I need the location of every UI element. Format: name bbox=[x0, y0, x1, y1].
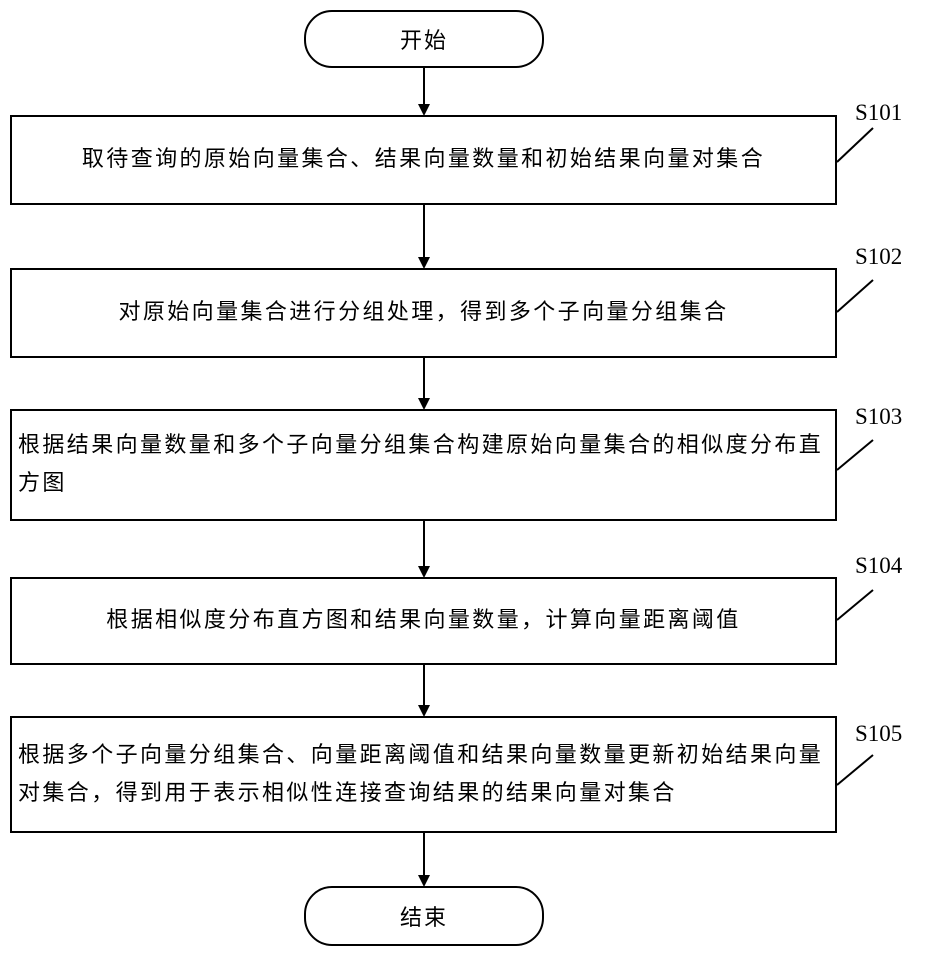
step-label-s102: S102 bbox=[855, 244, 928, 270]
step-text-s102: 对原始向量集合进行分组处理，得到多个子向量分组集合 bbox=[118, 294, 728, 332]
step-box-s102: 对原始向量集合进行分组处理，得到多个子向量分组集合 bbox=[10, 268, 837, 358]
step-label-s101: S101 bbox=[855, 100, 928, 126]
leader-s102 bbox=[837, 280, 873, 312]
step-label-s103: S103 bbox=[855, 404, 928, 430]
leader-s103 bbox=[837, 440, 873, 470]
start-terminal: 开始 bbox=[304, 10, 544, 68]
step-box-s104: 根据相似度分布直方图和结果向量数量，计算向量距离阈值 bbox=[10, 577, 837, 665]
step-box-s103: 根据结果向量数量和多个子向量分组集合构建原始向量集合的相似度分布直方图 bbox=[10, 409, 837, 521]
step-text-s103: 根据结果向量数量和多个子向量分组集合构建原始向量集合的相似度分布直方图 bbox=[18, 427, 829, 503]
step-box-s105: 根据多个子向量分组集合、向量距离阈值和结果向量数量更新初始结果向量对集合，得到用… bbox=[10, 716, 837, 833]
leader-s105 bbox=[837, 755, 873, 785]
start-label: 开始 bbox=[400, 23, 448, 55]
step-text-s101: 取待查询的原始向量集合、结果向量数量和初始结果向量对集合 bbox=[82, 141, 765, 179]
leader-s101 bbox=[837, 128, 873, 162]
end-label: 结束 bbox=[400, 900, 448, 932]
end-terminal: 结束 bbox=[304, 886, 544, 946]
step-text-s105: 根据多个子向量分组集合、向量距离阈值和结果向量数量更新初始结果向量对集合，得到用… bbox=[18, 737, 829, 813]
step-label-s104: S104 bbox=[855, 553, 928, 579]
step-box-s101: 取待查询的原始向量集合、结果向量数量和初始结果向量对集合 bbox=[10, 115, 837, 205]
leader-s104 bbox=[837, 590, 873, 620]
step-label-s105: S105 bbox=[855, 721, 928, 747]
step-text-s104: 根据相似度分布直方图和结果向量数量，计算向量距离阈值 bbox=[106, 602, 740, 640]
